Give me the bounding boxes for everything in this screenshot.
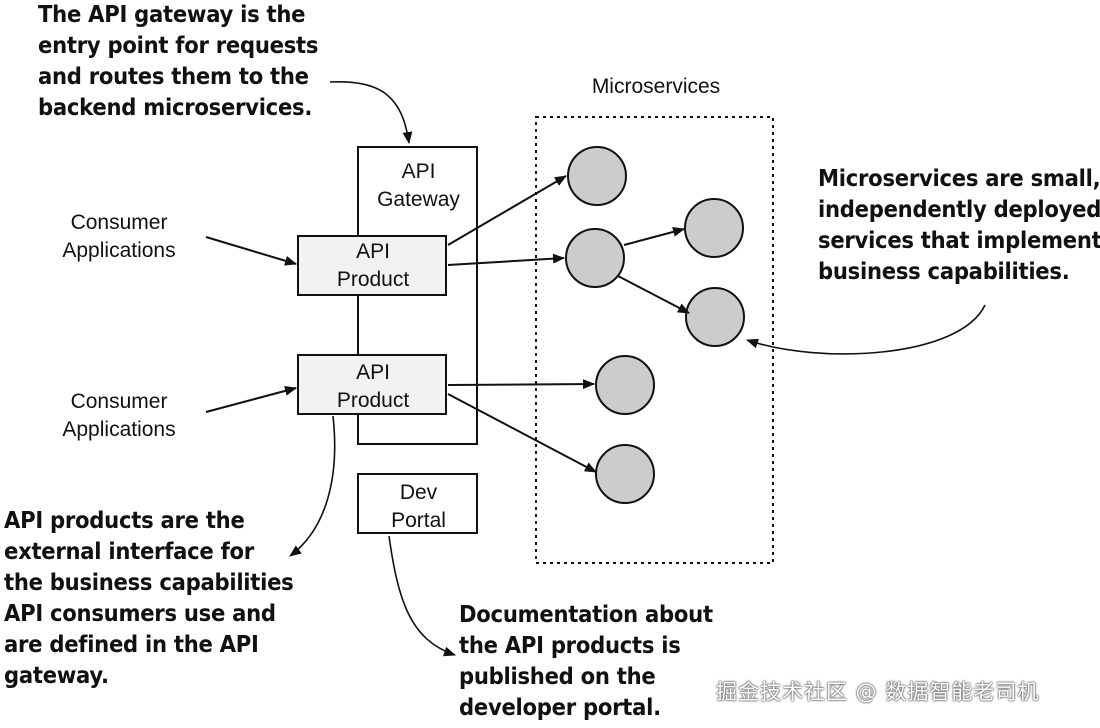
microservices-callout-leader [746,304,986,355]
microservice-circle [684,198,744,258]
consumer-applications-label-top: Consumer Applications [62,211,176,262]
service-call-arrow [623,227,685,246]
microservice-circle [565,228,625,288]
microservice-circle [595,355,655,415]
api-product-box-bottom [297,354,447,415]
watermark: 掘金技术社区 @ 数据智能老司机 [716,680,1040,704]
consumer-arrow [205,386,297,413]
portal-callout: Documentation about the API products is … [459,602,713,721]
routing-arrow [447,379,595,390]
routing-arrow [447,253,565,266]
microservice-circle [685,287,745,347]
microservices-callout: Microservices are small, independently d… [818,166,1100,285]
products-callout: API products are the external interface … [4,508,294,689]
routing-arrow [447,175,567,246]
portal-callout-leader [388,535,456,657]
api-product-label-top: API Product [336,240,410,291]
api-product-label-bottom: API Product [336,361,410,412]
api-product-box-top [297,235,447,296]
microservices-boundary [535,116,774,564]
consumer-arrow [205,236,297,266]
dev-portal-label: Dev Portal [391,481,446,532]
routing-arrow [447,393,597,473]
products-callout-leader [289,415,336,557]
gateway-callout: The API gateway is the entry point for r… [38,2,319,121]
microservice-circle [595,444,655,504]
microservices-group-label: Microservices [591,75,721,98]
gateway-callout-leader [329,81,413,144]
service-call-arrow [617,275,690,314]
dev-portal-box [357,473,478,534]
consumer-applications-label-bottom: Consumer Applications [62,390,176,441]
microservice-circle [567,146,627,206]
api-gateway-label: API Gateway [377,160,460,211]
